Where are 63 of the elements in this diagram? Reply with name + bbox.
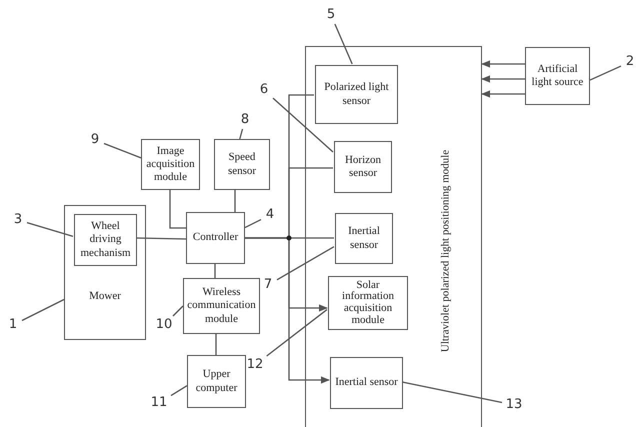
block-label: Horizon sensor: [344, 154, 382, 180]
leader-line: [22, 298, 64, 322]
callout-number: 1: [4, 316, 22, 334]
block-box: [183, 278, 260, 334]
connector-line: [214, 264, 216, 278]
block-label: Wireless communication module: [186, 286, 257, 326]
leader-line: [170, 385, 188, 396]
callout-number: 13: [502, 396, 526, 414]
light-ray-arrow: [481, 75, 525, 83]
block-box: [186, 212, 245, 264]
module-frame: [64, 205, 146, 340]
leader-line: [172, 306, 184, 316]
callout-number: 7: [259, 276, 277, 294]
leader-line: [590, 65, 622, 81]
block-box: [335, 213, 393, 264]
callout-number: 2: [621, 53, 636, 71]
block-label: Wheel driving mechanism: [79, 220, 132, 260]
connector-line: [215, 334, 217, 355]
block-label: Speed sensor: [226, 151, 258, 178]
module-frame: [305, 46, 482, 427]
leader-line: [272, 98, 334, 152]
block-label: Polarized light sensor: [323, 81, 390, 108]
leader-line: [402, 381, 502, 404]
block-box: [330, 357, 403, 409]
block-box: [525, 47, 590, 105]
connector-line: [169, 190, 186, 229]
leader-line: [239, 128, 244, 140]
block-label: Artificial light source: [530, 62, 584, 90]
block-box: [328, 276, 408, 330]
connector-line: [245, 237, 330, 384]
callout-number: 12: [243, 356, 267, 374]
leader-line: [266, 309, 328, 357]
leader-line: [244, 218, 262, 228]
connector-line: [234, 190, 236, 212]
callout-number: 4: [261, 206, 279, 224]
callout-number: 11: [147, 394, 171, 412]
callout-number: 8: [236, 111, 254, 129]
block-box: [74, 214, 137, 266]
block-box: [315, 65, 398, 124]
callout-number: 3: [9, 211, 27, 229]
block-label: Inertial sensor: [334, 376, 399, 390]
callout-number: 6: [255, 81, 273, 99]
block-label: Ultraviolet polarized light positioning module: [439, 148, 452, 354]
callout-number: 10: [152, 316, 176, 334]
leader-line: [334, 24, 353, 64]
leader-line: [104, 142, 142, 158]
callout-number: 9: [86, 131, 104, 149]
connector-line: [136, 237, 186, 240]
block-box: [187, 355, 246, 408]
block-label: Upper computer: [194, 368, 238, 395]
leader-line: [276, 246, 334, 280]
block-box: [214, 139, 270, 190]
block-box: [334, 141, 392, 193]
block-label: Controller: [192, 231, 240, 245]
block-box: [141, 139, 200, 190]
block-label: Solar information acquisition module: [341, 280, 395, 326]
leader-line: [26, 222, 74, 238]
light-ray-arrow: [481, 90, 525, 98]
light-ray-arrow: [481, 60, 525, 68]
block-label: Inertial sensor: [347, 225, 381, 252]
block-label: Mower: [88, 290, 122, 304]
block-label: Image acquisition module: [145, 144, 196, 184]
callout-number: 5: [322, 6, 340, 24]
